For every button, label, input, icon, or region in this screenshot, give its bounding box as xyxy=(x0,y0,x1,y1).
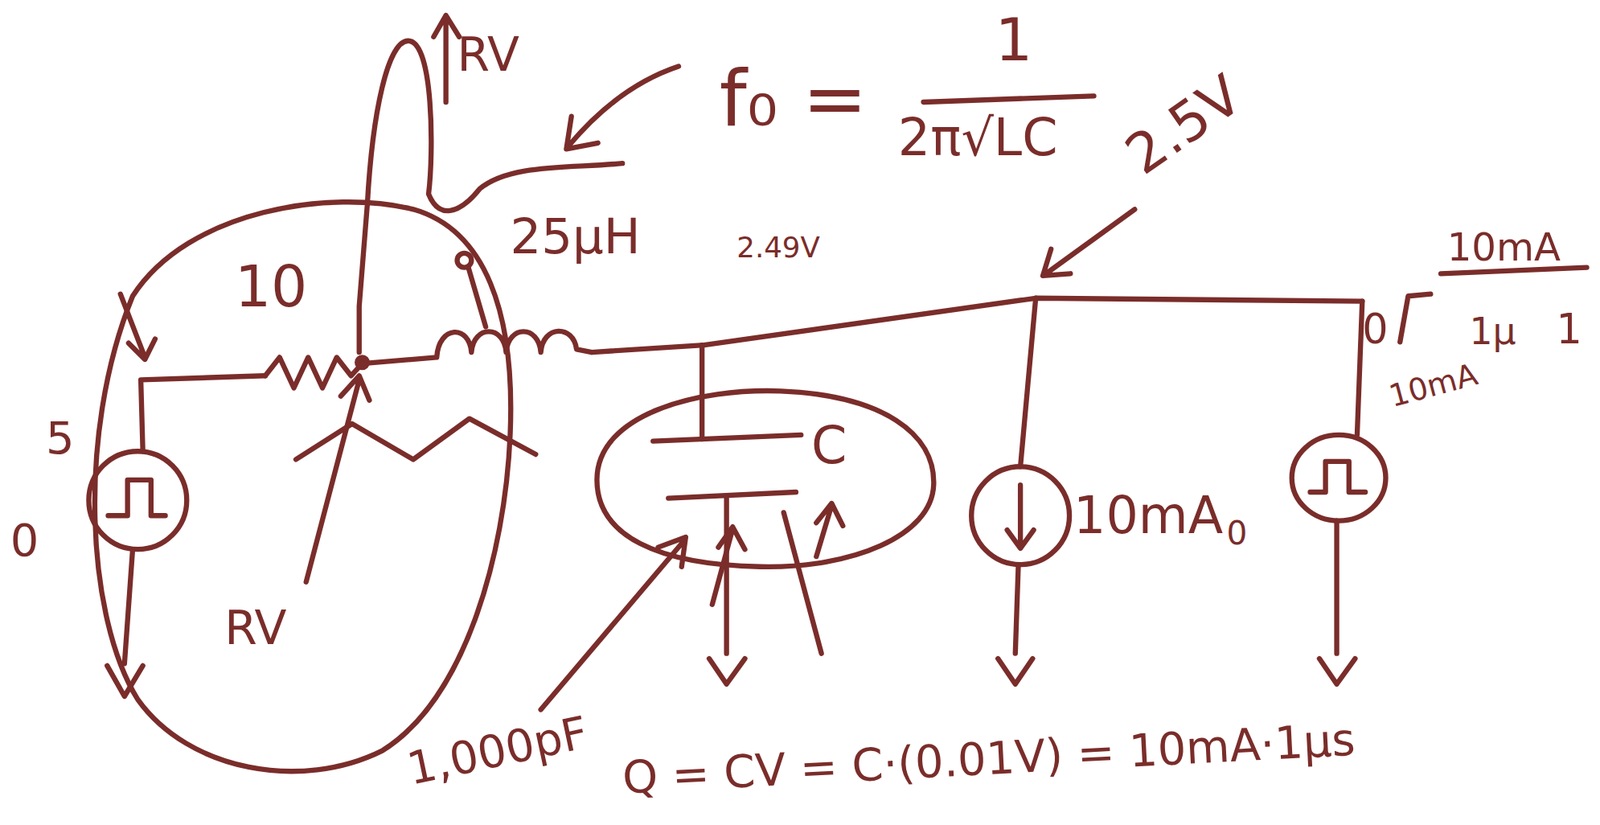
capacitor-outline: C xyxy=(576,382,949,572)
subscript-label: 0 xyxy=(1226,515,1248,552)
waveform-label: 0 xyxy=(1362,306,1388,352)
resistor-value: 10 xyxy=(234,254,308,318)
outline-path xyxy=(596,390,934,567)
probe-label: RV xyxy=(457,28,520,81)
capacitance-value: 1,000pF xyxy=(402,707,592,794)
inductor-value: 25µH xyxy=(510,209,641,263)
voltage-label: 2.49V xyxy=(736,233,820,265)
pot-label: RV xyxy=(224,602,287,654)
voltage-label: 2.5V xyxy=(1115,64,1253,186)
current-label: 10mA xyxy=(1447,226,1561,270)
outline-path xyxy=(94,201,511,772)
current-label: 10mA xyxy=(1073,488,1223,545)
formula-text: f₀ = xyxy=(719,56,868,142)
circuit-group-outline: 10RV xyxy=(76,188,516,772)
waveform-label: 1 xyxy=(1555,306,1582,352)
formula-text: 2π√LC xyxy=(898,110,1059,167)
formula-text: 1 xyxy=(994,8,1033,74)
current-label: 10mA xyxy=(1385,356,1482,413)
capacitor-label: C xyxy=(811,418,847,476)
charge-equation: Q = CV = C·(0.01V) = 10mA·1µs xyxy=(621,714,1357,803)
voltage-level: 0 xyxy=(10,515,40,565)
voltage-level: 5 xyxy=(45,413,75,463)
waveform-label: 1µ xyxy=(1469,311,1517,352)
outline-shape xyxy=(576,382,949,572)
